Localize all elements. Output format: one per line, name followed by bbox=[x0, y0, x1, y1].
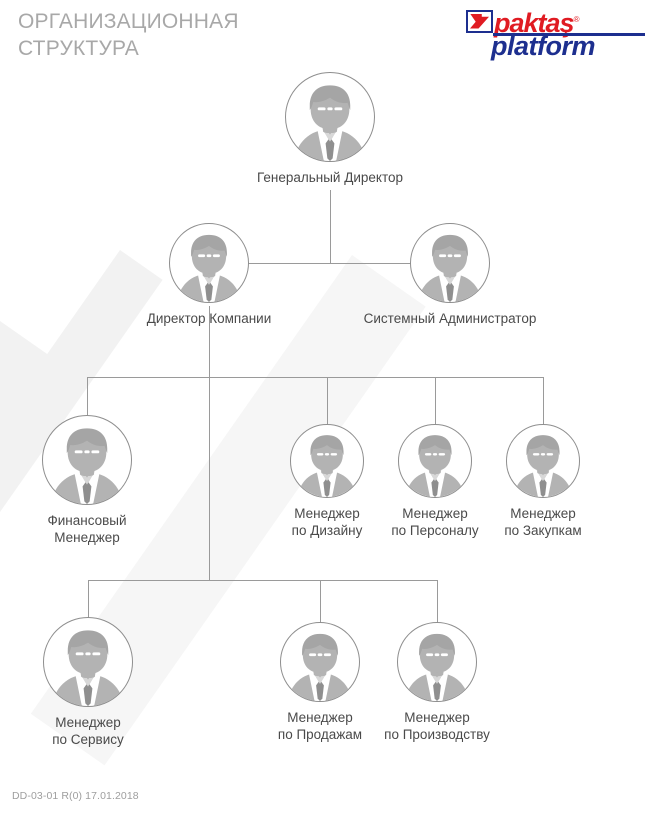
org-node-gm[interactable]: Генеральный Директор bbox=[240, 72, 420, 186]
page-header: ОРГАНИЗАЦИОННАЯ СТРУКТУРА paktaş® platfo… bbox=[0, 0, 660, 70]
person-avatar-icon bbox=[506, 424, 580, 498]
connector-drop-hr bbox=[435, 377, 436, 424]
person-avatar-icon bbox=[169, 223, 249, 303]
person-avatar-icon bbox=[42, 415, 132, 505]
org-node-label: Системный Администратор bbox=[363, 311, 537, 326]
org-node-label: Менеджер по Сервису bbox=[52, 715, 124, 747]
org-node-label: Менеджер по Закупкам bbox=[504, 506, 582, 538]
person-avatar-icon bbox=[43, 617, 133, 707]
brand-logo: paktaş® platform bbox=[466, 8, 646, 60]
connector-drop-fin bbox=[87, 377, 88, 415]
org-node-sysadmin[interactable]: Системный Администратор bbox=[360, 223, 540, 327]
person-avatar-icon bbox=[397, 622, 477, 702]
connector-gm-stem bbox=[330, 190, 331, 264]
connector-drop-purchase bbox=[543, 377, 544, 424]
org-node-fin[interactable]: Финансовый Менеджер bbox=[0, 415, 177, 546]
org-node-label: Генеральный Директор bbox=[256, 170, 404, 185]
connector-level4-bus bbox=[88, 580, 438, 581]
org-node-product[interactable]: Менеджер по Производству bbox=[347, 622, 527, 743]
org-node-service[interactable]: Менеджер по Сервису bbox=[0, 617, 178, 748]
registered-mark-icon: ® bbox=[573, 14, 580, 24]
org-node-label: Менеджер по Производству bbox=[384, 710, 490, 742]
person-avatar-icon bbox=[285, 72, 375, 162]
document-code: DD-03-01 R(0) 17.01.2018 bbox=[12, 790, 139, 802]
org-node-purchase[interactable]: Менеджер по Закупкам bbox=[453, 424, 633, 539]
person-avatar-icon bbox=[410, 223, 490, 303]
connector-drop-design bbox=[327, 377, 328, 424]
paktas-arrow-icon bbox=[466, 9, 493, 33]
logo-brand-secondary: platform bbox=[491, 31, 596, 61]
page-title: ОРГАНИЗАЦИОННАЯ СТРУКТУРА bbox=[18, 10, 239, 60]
connector-drop-sales bbox=[320, 580, 321, 623]
connector-drop-service bbox=[88, 580, 89, 618]
connector-level3-bus bbox=[87, 377, 544, 378]
connector-drop-product bbox=[437, 580, 438, 623]
org-node-label: Финансовый Менеджер bbox=[47, 513, 127, 545]
org-node-dir[interactable]: Директор Компании bbox=[119, 223, 299, 327]
connector-dir-spine bbox=[209, 377, 210, 581]
org-node-label: Директор Компании bbox=[146, 311, 272, 326]
